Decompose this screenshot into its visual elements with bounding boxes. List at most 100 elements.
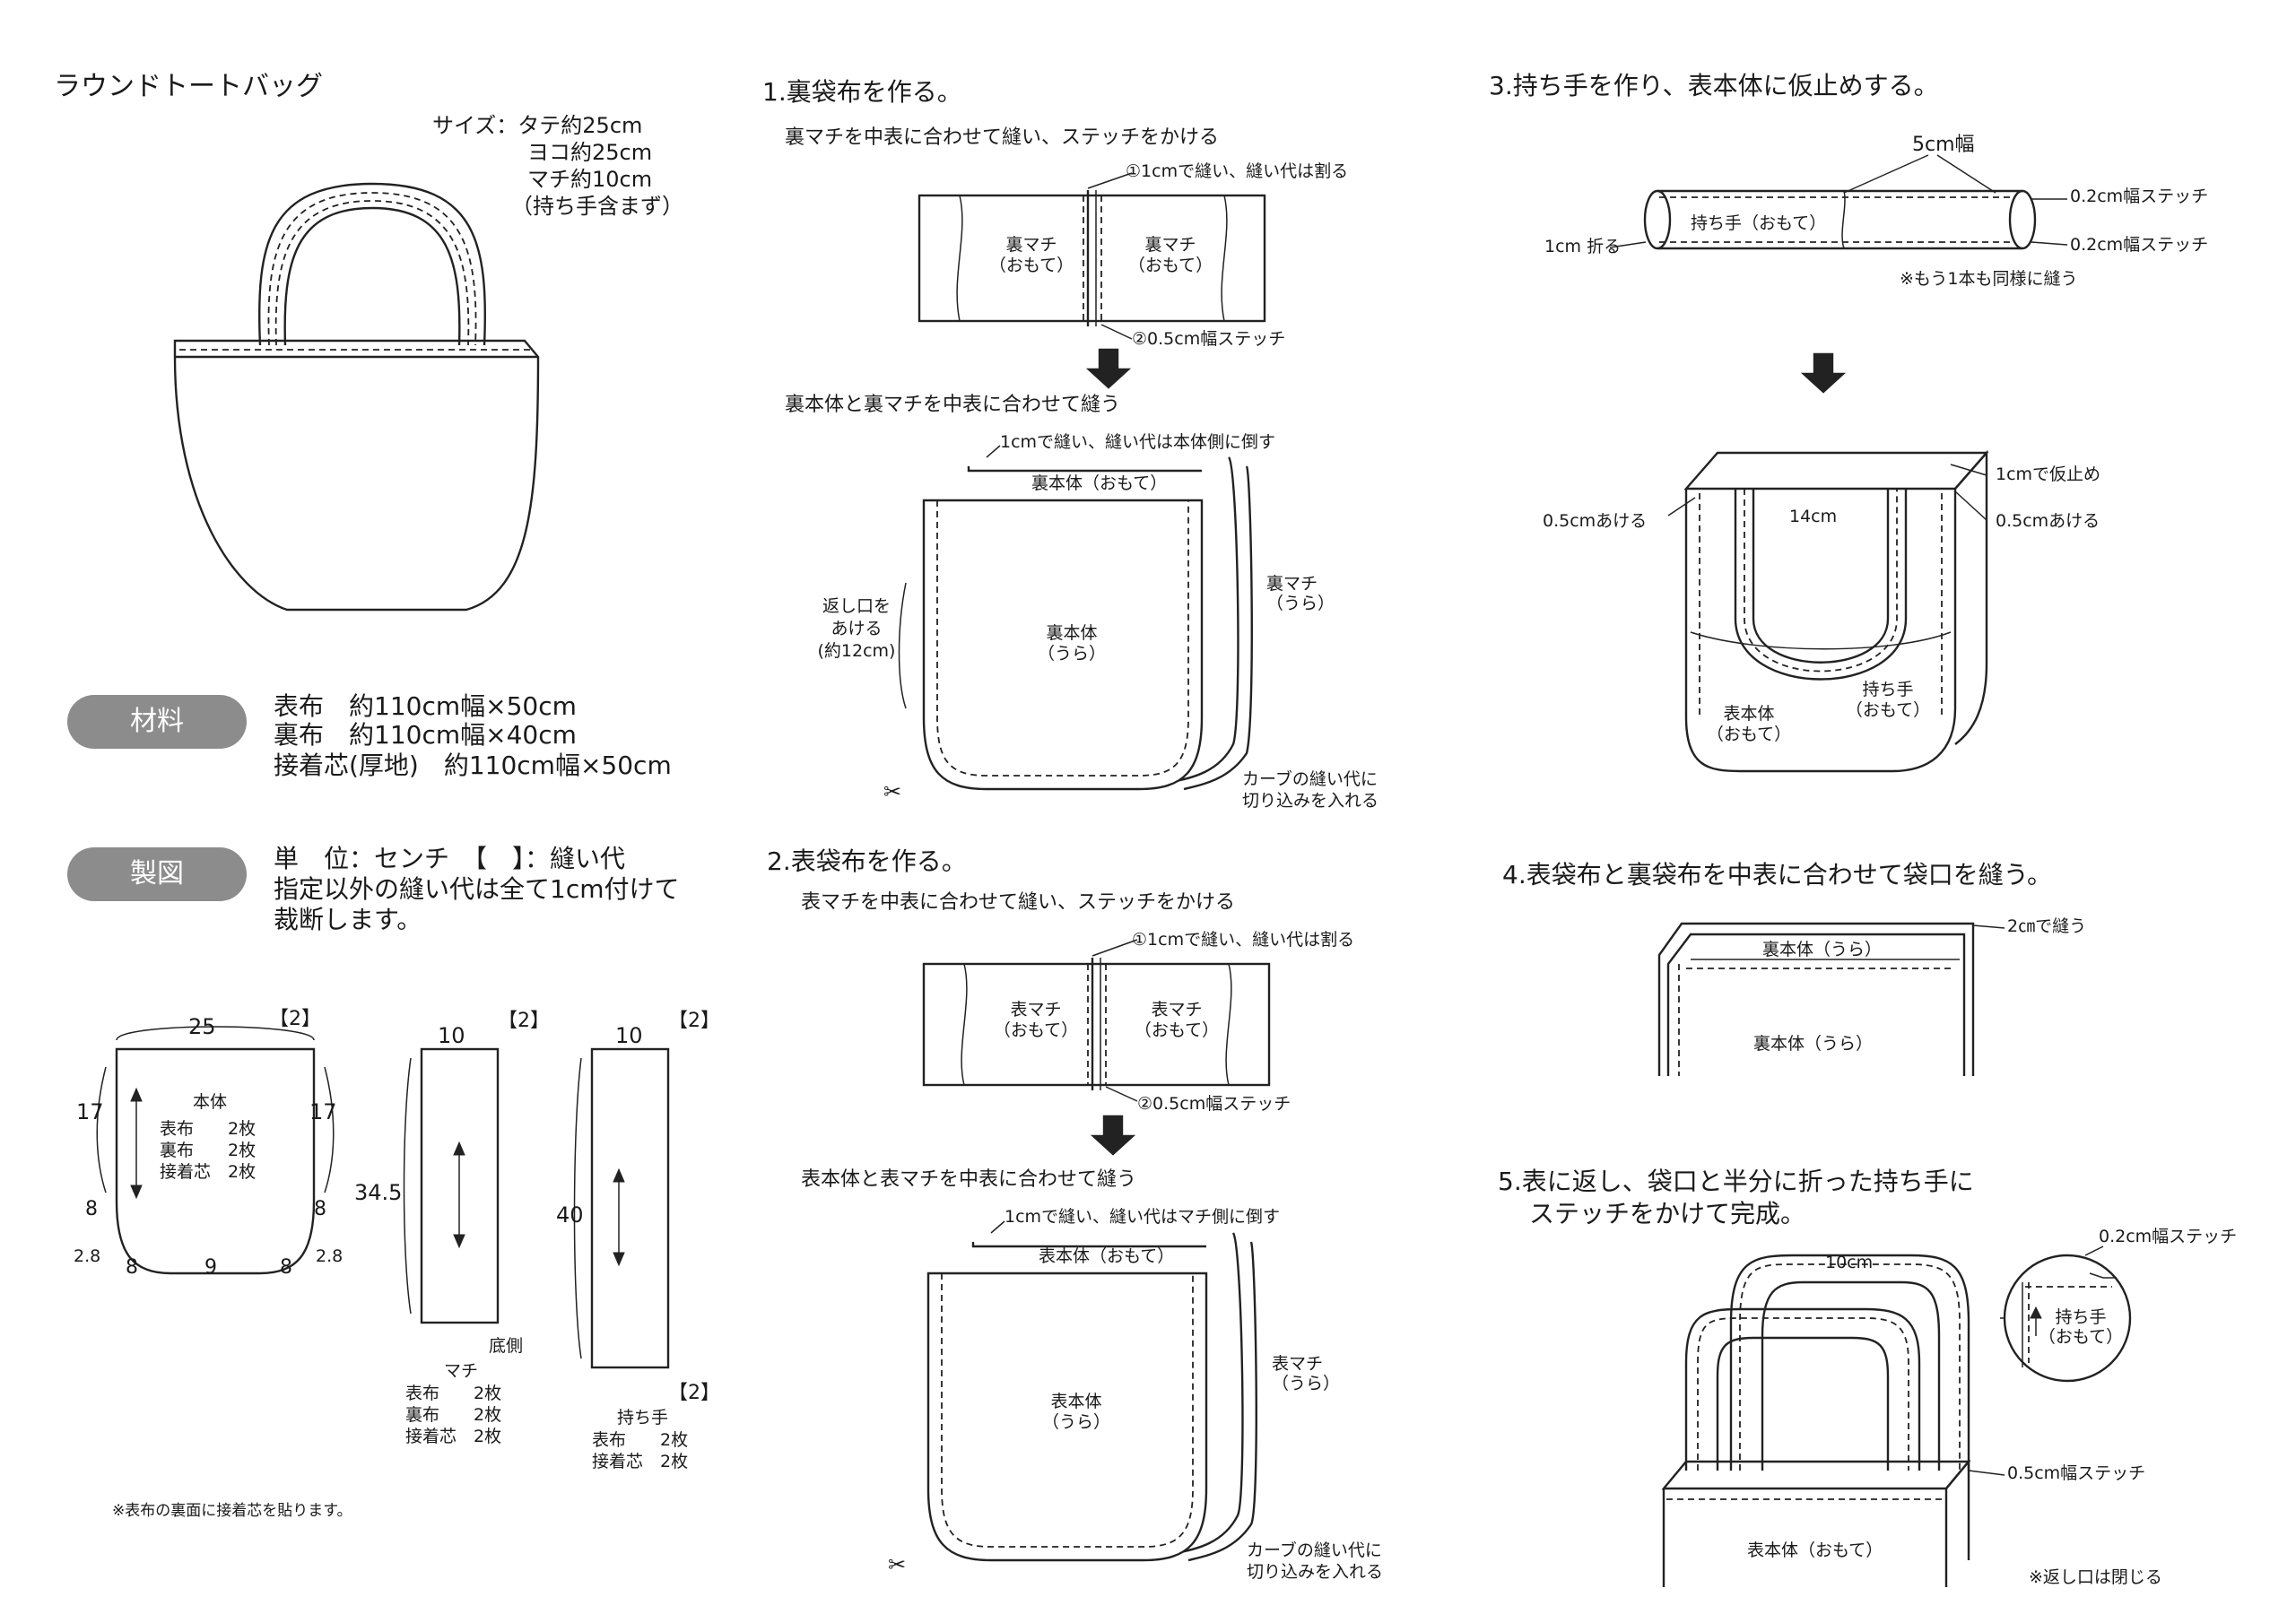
size-note: （持ち手含まず） bbox=[511, 194, 683, 219]
step2-outer-body bbox=[926, 1232, 1257, 1562]
step5-handle-label: 持ち手 bbox=[2055, 1307, 2107, 1327]
pattern-allowance: 指定以外の縫い代は全て1cm付けて bbox=[274, 874, 680, 904]
step1-opening-1: 返し口を bbox=[822, 596, 891, 616]
step2-body-label: 表本体 bbox=[1050, 1392, 1102, 1411]
material-outer: 表布 約110cm幅×50cm bbox=[274, 691, 577, 721]
body-side-right: 17 bbox=[309, 1099, 337, 1124]
body-side-left: 17 bbox=[76, 1099, 104, 1124]
body-curve-left-2: 2.8 bbox=[74, 1246, 101, 1266]
step3-tack-note: 1cmで仮止め bbox=[1996, 464, 2101, 484]
step2-scissors-icon: ✂ bbox=[888, 1552, 907, 1577]
body-curve-left-1: 8 bbox=[85, 1198, 98, 1220]
step2-seam-note: ①1cmで縫い、縫い代は割る bbox=[1132, 930, 1355, 950]
gusset-width: 10 bbox=[438, 1023, 465, 1048]
step1-opening-3: (約12cm) bbox=[817, 641, 896, 661]
size-height: サイズ：タテ約25cm bbox=[432, 113, 643, 138]
page-title: ラウンドトートバッグ bbox=[54, 71, 323, 102]
handle-width: 10 bbox=[615, 1023, 643, 1048]
gusset-row-1: 表布 2枚 bbox=[405, 1384, 502, 1403]
leader-lines bbox=[986, 154, 2104, 1476]
gusset-seam-allowance: 【2】 bbox=[498, 1010, 550, 1032]
step1-gusset-left-face: （おもて） bbox=[988, 256, 1074, 275]
step2-gusset-left-label: 表マチ bbox=[1010, 1000, 1062, 1020]
handle-seam-allowance: 【2】 bbox=[668, 1010, 720, 1032]
step2-stitch-note: ②0.5cm幅ステッチ bbox=[1137, 1094, 1292, 1114]
step3-handle2-face: （おもて） bbox=[1845, 700, 1931, 720]
step2-seam-note-2: 1cmで縫い、縫い代はマチ側に倒す bbox=[1004, 1207, 1281, 1227]
step5-stitch-top: 0.2cm幅ステッチ bbox=[2099, 1227, 2238, 1246]
step5-stitch-bottom: 0.5cm幅ステッチ bbox=[2007, 1463, 2146, 1483]
step4-inner-label: 裏本体（うら） bbox=[1762, 940, 1883, 959]
pattern-unit: 単 位：センチ 【 】：縫い代 bbox=[274, 844, 626, 873]
step2-instruction-2: 表本体と表マチを中表に合わせて縫う bbox=[801, 1168, 1137, 1191]
step1-body-label: 裏本体 bbox=[1046, 623, 1098, 643]
step3-handle2-label: 持ち手 bbox=[1862, 680, 1914, 699]
body-seam-allowance: 【2】 bbox=[269, 1008, 321, 1030]
step3-gap-right: 0.5cmあける bbox=[1996, 511, 2100, 531]
step1-curve-note-1: カーブの縫い代に bbox=[1242, 769, 1378, 789]
pattern-badge: 製図 bbox=[67, 847, 247, 901]
body-label: 本体 bbox=[193, 1092, 228, 1112]
step2-body-top-label: 表本体（おもて） bbox=[1039, 1246, 1175, 1266]
handle-label: 持ち手 bbox=[617, 1408, 669, 1428]
step4-outer-label: 裏本体（うら） bbox=[1753, 1034, 1874, 1054]
step1-lining-body bbox=[898, 456, 1253, 791]
body-bottom-right: 8 bbox=[280, 1256, 292, 1279]
step5-body-label: 表本体（おもて） bbox=[1747, 1541, 1883, 1560]
step2-title: 2.表袋布を作る。 bbox=[767, 846, 967, 876]
body-pattern bbox=[96, 1026, 335, 1275]
gusset-length: 34.5 bbox=[354, 1180, 403, 1205]
handle-row-1: 表布 2枚 bbox=[592, 1430, 689, 1450]
step4-title: 4.表袋布と裏袋布を中表に合わせて袋口を縫う。 bbox=[1502, 860, 2053, 890]
body-bottom-mid: 9 bbox=[204, 1256, 217, 1279]
handle-pattern bbox=[573, 1047, 670, 1369]
step2-instruction-1: 表マチを中表に合わせて縫い、ステッチをかける bbox=[801, 891, 1236, 914]
handle-length: 40 bbox=[556, 1202, 584, 1228]
step1-gusset-right-face: （おもて） bbox=[1127, 256, 1213, 275]
step3-body-face: （おもて） bbox=[1706, 725, 1792, 744]
body-bottom-left: 8 bbox=[126, 1256, 138, 1279]
step5-finished-bag bbox=[1661, 1254, 2132, 1587]
step5-handle-width: 10cm bbox=[1825, 1253, 1874, 1272]
step1-instruction-2: 裏本体と裏マチを中表に合わせて縫う bbox=[785, 394, 1121, 416]
step4-bag-top bbox=[1657, 922, 1975, 1076]
step3-gap-left: 0.5cmあける bbox=[1543, 511, 1648, 531]
step3-stitch-top: 0.2cm幅ステッチ bbox=[2070, 187, 2209, 206]
step1-gusset-strip bbox=[918, 190, 1266, 389]
handle-row-2: 接着芯 2枚 bbox=[592, 1452, 689, 1471]
step3-body-label: 表本体 bbox=[1723, 704, 1775, 724]
gusset-row-3: 接着芯 2枚 bbox=[405, 1427, 502, 1446]
step2-gusset-back-label: 表マチ bbox=[1272, 1354, 1324, 1374]
gusset-bottom-side: 底側 bbox=[489, 1336, 524, 1356]
materials-badge: 材料 bbox=[67, 695, 247, 749]
step1-opening-2: あける bbox=[831, 619, 883, 638]
step3-fold-note: 1cm 折る bbox=[1544, 237, 1622, 256]
step1-instruction-1: 裏マチを中表に合わせて縫い、ステッチをかける bbox=[785, 126, 1220, 149]
step3-handle-label: 持ち手（おもて） bbox=[1691, 213, 1827, 233]
step4-seam-note: 2㎝で縫う bbox=[2007, 916, 2087, 936]
step2-body-back: （うら） bbox=[1041, 1412, 1110, 1432]
body-row-3: 接着芯 2枚 bbox=[160, 1162, 257, 1182]
step2-gusset-right-label: 表マチ bbox=[1151, 1000, 1203, 1020]
step1-body-back: （うら） bbox=[1037, 644, 1106, 664]
step1-body-top-label: 裏本体（おもて） bbox=[1031, 473, 1168, 493]
body-curve-right-1: 8 bbox=[314, 1198, 326, 1220]
step3-handle-tube bbox=[1643, 189, 2037, 394]
step2-gusset-strip bbox=[922, 958, 1271, 1156]
step3-bag bbox=[1683, 449, 1989, 773]
step1-title: 1.裏袋布を作る。 bbox=[762, 77, 962, 107]
step2-gusset-back-face: （うら） bbox=[1272, 1374, 1341, 1393]
step2-gusset-left-face: （おもて） bbox=[993, 1020, 1079, 1040]
size-width: ヨコ約25cm bbox=[527, 140, 653, 165]
step5-handle-face: （おもて） bbox=[2038, 1327, 2124, 1347]
gusset-label: マチ bbox=[444, 1361, 479, 1381]
step2-curve-note-1: カーブの縫い代に bbox=[1247, 1541, 1382, 1560]
step1-gusset-right-label: 裏マチ bbox=[1144, 235, 1196, 255]
pattern-cut: 裁断します。 bbox=[274, 905, 422, 934]
finished-bag-illustration bbox=[173, 182, 540, 612]
step5-closed-note: ※返し口は閉じる bbox=[2029, 1567, 2162, 1587]
step1-seam-note-2: 1cmで縫い、縫い代は本体側に倒す bbox=[1000, 432, 1276, 452]
step3-other-note: ※もう1本も同様に縫う bbox=[1900, 269, 2078, 289]
gusset-pattern bbox=[403, 1047, 500, 1324]
